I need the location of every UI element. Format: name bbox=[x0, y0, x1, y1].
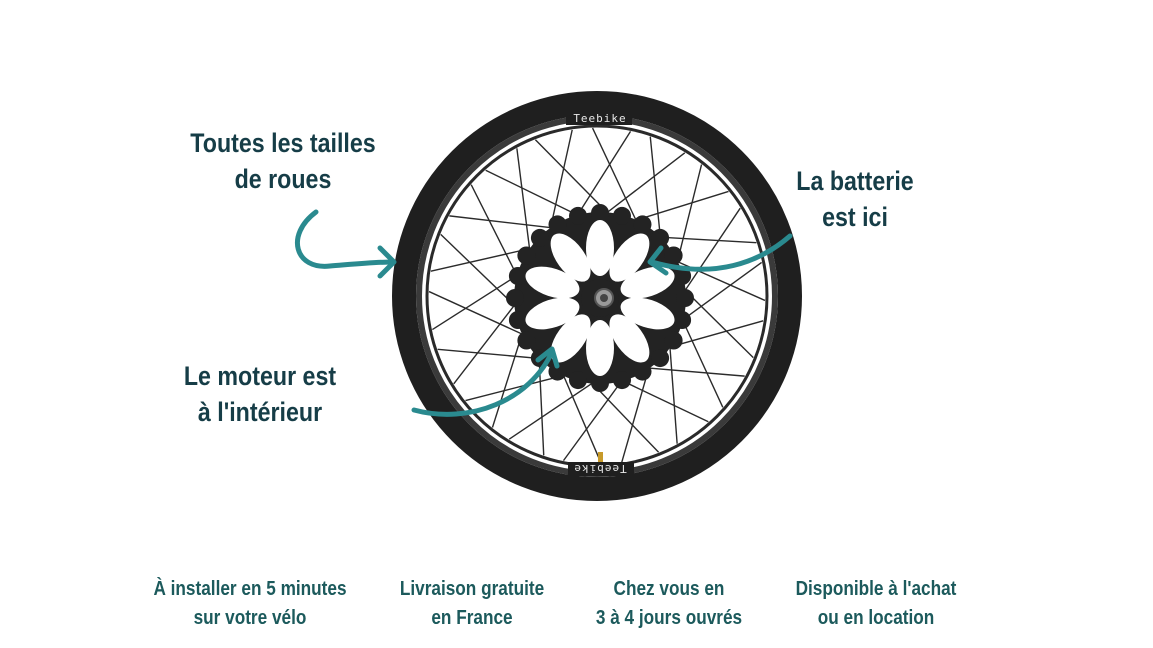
feature-line: sur votre vélo bbox=[193, 607, 307, 629]
callout-line: La batterie bbox=[796, 166, 914, 196]
callout-battery: La batterie est ici bbox=[782, 163, 928, 235]
svg-text:Teebike: Teebike bbox=[573, 462, 626, 475]
spoke bbox=[668, 337, 678, 444]
hub-tooth bbox=[664, 331, 683, 350]
hub-tooth bbox=[673, 267, 692, 286]
feature-line: 3 à 4 jours ouvrés bbox=[595, 607, 743, 629]
spoke bbox=[639, 366, 745, 377]
spoke bbox=[428, 290, 532, 339]
spoke bbox=[649, 136, 662, 247]
spoke bbox=[437, 348, 549, 360]
feature-delivery: Livraison gratuite en France bbox=[386, 575, 558, 633]
tire bbox=[392, 91, 802, 501]
hub-petal bbox=[550, 233, 591, 282]
hub-petal bbox=[550, 314, 591, 363]
callout-wheel-sizes: Toutes les tailles de roues bbox=[184, 125, 382, 197]
hub-tooth bbox=[517, 246, 536, 265]
spoke bbox=[679, 207, 741, 299]
hub-motor bbox=[506, 204, 694, 392]
feature-line: À installer en 5 minutes bbox=[153, 578, 347, 600]
hub-tooth bbox=[673, 310, 692, 329]
hub-petal bbox=[620, 297, 675, 330]
spoke bbox=[432, 270, 526, 331]
spoke bbox=[562, 372, 628, 462]
hub-petal bbox=[586, 320, 614, 376]
callout-line: Toutes les tailles bbox=[190, 128, 376, 158]
feature-line: en France bbox=[431, 607, 513, 629]
hub-tooth bbox=[633, 362, 652, 381]
feature-line: Chez vous en bbox=[613, 578, 725, 600]
feature-line: Livraison gratuite bbox=[399, 578, 545, 600]
hub-tooth bbox=[651, 349, 670, 368]
hub-tooth bbox=[591, 374, 609, 392]
spoke bbox=[485, 169, 587, 220]
callout-line: Le moteur est bbox=[183, 361, 337, 391]
hub-petal bbox=[586, 220, 614, 276]
hub-tooth bbox=[506, 289, 524, 307]
spoke bbox=[674, 261, 763, 326]
hub-tooth bbox=[664, 246, 683, 265]
feature-shipping-time: Chez vous en 3 à 4 jours ouvrés bbox=[587, 575, 750, 633]
spoke bbox=[449, 215, 561, 230]
hub-tooth bbox=[569, 371, 588, 390]
spoke bbox=[559, 367, 603, 465]
spoke bbox=[508, 377, 601, 440]
hub-tooth bbox=[530, 228, 549, 247]
callout-line: à l'intérieur bbox=[197, 397, 323, 427]
spoke bbox=[516, 148, 532, 259]
feature-buy-or-rent: Disponible à l'achat ou en location bbox=[790, 575, 962, 633]
hub-tooth bbox=[676, 289, 694, 307]
spoke bbox=[470, 184, 522, 285]
hub-petal bbox=[609, 314, 650, 363]
hub-tooth bbox=[633, 215, 652, 234]
spoke bbox=[572, 131, 632, 224]
hub-petal bbox=[525, 266, 580, 299]
feature-line: ou en location bbox=[817, 607, 935, 629]
callout-motor: Le moteur est à l'intérieur bbox=[174, 358, 346, 430]
feature-install: À installer en 5 minutes sur votre vélo bbox=[147, 575, 353, 633]
brand-label-top: Teebike bbox=[566, 111, 632, 125]
hub-petal bbox=[609, 233, 650, 282]
hub-tooth bbox=[591, 204, 609, 222]
spoke bbox=[599, 152, 686, 219]
hub-tooth bbox=[517, 331, 536, 350]
hub-tooth bbox=[548, 215, 567, 234]
spoke bbox=[668, 257, 766, 302]
valve bbox=[598, 452, 603, 462]
hub-tooth bbox=[651, 228, 670, 247]
svg-text:Teebike: Teebike bbox=[573, 112, 626, 125]
brand-label-bottom: Teebike bbox=[568, 462, 634, 476]
callout-line: de roues bbox=[234, 164, 332, 194]
hub-petal bbox=[620, 266, 675, 299]
hub-tooth bbox=[569, 206, 588, 225]
spoke bbox=[591, 127, 641, 230]
hub-tooth bbox=[612, 371, 631, 390]
arrow-icon bbox=[295, 209, 793, 417]
hub-tooth bbox=[508, 267, 527, 286]
hub-tooth bbox=[612, 206, 631, 225]
callout-line: est ici bbox=[822, 202, 888, 232]
spoke bbox=[453, 297, 521, 385]
hub-tooth bbox=[508, 310, 527, 329]
hub-tooth bbox=[548, 362, 567, 381]
hub-petal bbox=[525, 297, 580, 330]
feature-list: À installer en 5 minutes sur votre vélo … bbox=[0, 575, 1153, 639]
feature-line: Disponible à l'achat bbox=[795, 578, 957, 600]
